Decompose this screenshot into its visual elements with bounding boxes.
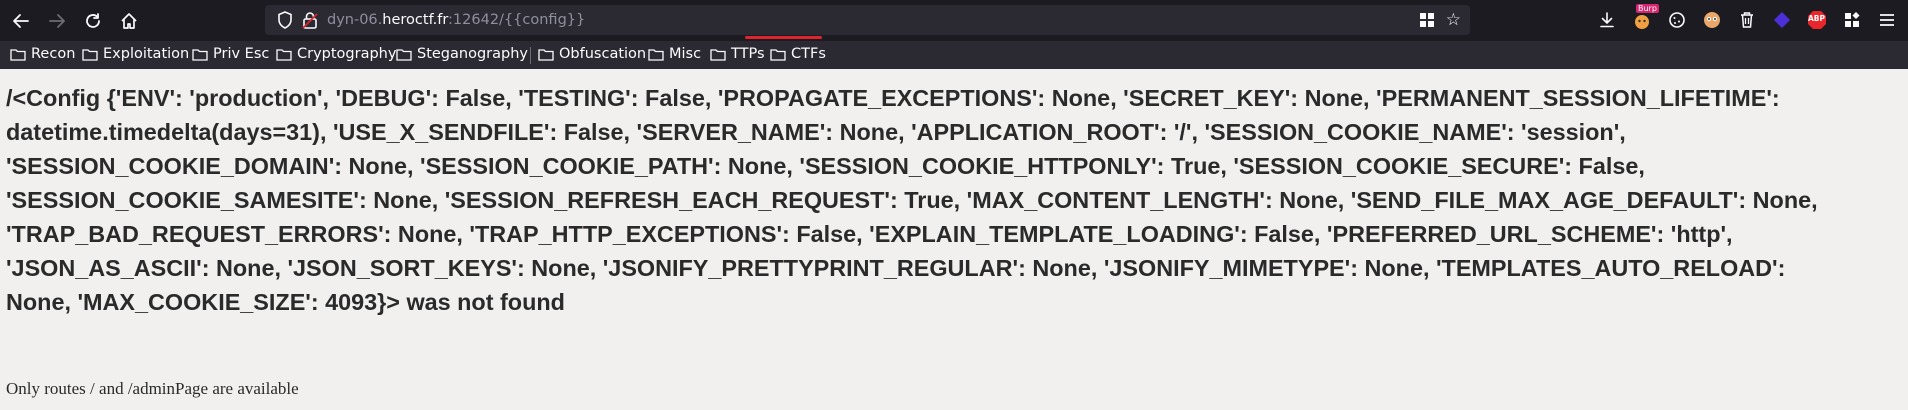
bookmark-label: Cryptography <box>297 46 397 62</box>
bookmark-label: Misc <box>669 46 702 62</box>
trash-icon[interactable] <box>1735 8 1759 32</box>
folder-icon <box>710 48 726 61</box>
error-line: datetime.timedelta(days=31), 'USE_X_SEND… <box>6 119 1626 145</box>
not-found-message: /<Config {'ENV': 'production', 'DEBUG': … <box>6 81 1901 319</box>
error-line: 'SESSION_COOKIE_SAMESITE': None, 'SESSIO… <box>6 187 1818 213</box>
bookmark-star-icon[interactable]: ☆ <box>1445 10 1461 30</box>
bookmark-label: CTFs <box>791 46 826 62</box>
folder-icon <box>396 48 412 61</box>
bookmark-folder-steganography[interactable]: Steganography <box>396 46 528 62</box>
burp-extension-icon[interactable]: Burp <box>1630 4 1659 32</box>
bookmark-label: TTPs <box>731 46 765 62</box>
bookmark-folder-ttps[interactable]: TTPs <box>710 46 765 62</box>
tracking-shield-icon[interactable] <box>277 11 293 33</box>
folder-icon <box>192 48 208 61</box>
folder-icon <box>770 48 786 61</box>
wappalyzer-icon[interactable] <box>1770 8 1794 32</box>
url-port-path: :12642/ <box>448 12 504 28</box>
bookmark-folder-priv-esc[interactable]: Priv Esc <box>192 46 269 62</box>
error-line: 'TRAP_BAD_REQUEST_ERRORS': None, 'TRAP_H… <box>6 221 1733 247</box>
url-text[interactable]: dyn-06.heroctf.fr:12642/{{config}} <box>327 12 585 28</box>
folder-icon <box>648 48 664 61</box>
error-line: None, 'MAX_COOKIE_SIZE': 4093}> was not … <box>6 289 565 315</box>
browser-toolbar: dyn-06.heroctf.fr:12642/{{config}} ☆ Bur… <box>0 0 1908 41</box>
reload-icon[interactable] <box>80 8 106 34</box>
bookmarks-bar: Recon Exploitation Priv Esc Cryptography… <box>0 41 1908 69</box>
bookmark-label: Recon <box>31 46 76 62</box>
bookmark-label: Steganography <box>417 46 528 62</box>
red-underline-annotation <box>745 36 822 39</box>
error-line: 'SESSION_COOKIE_DOMAIN': None, 'SESSION_… <box>6 153 1645 179</box>
cookie-extension-icon[interactable] <box>1665 8 1689 32</box>
bookmarks-separator <box>530 47 531 64</box>
extensions-grid-icon[interactable] <box>1419 12 1435 32</box>
url-subdomain: dyn-06. <box>327 12 383 28</box>
error-line: 'JSON_AS_ASCII': None, 'JSON_SORT_KEYS':… <box>6 255 1786 281</box>
home-icon[interactable] <box>116 8 142 34</box>
bookmark-label: Obfuscation <box>559 46 647 62</box>
forward-arrow-icon[interactable] <box>44 8 70 34</box>
adblock-icon[interactable]: ABP <box>1805 8 1829 32</box>
extensions-puzzle-icon[interactable] <box>1840 8 1864 32</box>
avatar-extension-icon[interactable] <box>1700 8 1724 32</box>
url-domain: heroctf.fr <box>382 12 449 28</box>
download-icon[interactable] <box>1595 8 1619 32</box>
url-highlight: {{config}} <box>503 12 586 28</box>
folder-icon <box>538 48 554 61</box>
bookmark-folder-recon[interactable]: Recon <box>10 46 75 62</box>
bookmark-label: Exploitation <box>103 46 190 62</box>
bookmark-folder-cryptography[interactable]: Cryptography <box>276 46 396 62</box>
page-content: /<Config {'ENV': 'production', 'DEBUG': … <box>6 81 1901 319</box>
folder-icon <box>276 48 292 61</box>
bookmark-folder-misc[interactable]: Misc <box>648 46 701 62</box>
bookmark-folder-exploitation[interactable]: Exploitation <box>82 46 189 62</box>
folder-icon <box>10 48 26 61</box>
address-bar[interactable]: dyn-06.heroctf.fr:12642/{{config}} ☆ <box>265 5 1470 39</box>
bookmark-folder-ctfs[interactable]: CTFs <box>770 46 826 62</box>
routes-note: Only routes / and /adminPage are availab… <box>6 379 299 398</box>
back-arrow-icon[interactable] <box>8 8 34 34</box>
insecure-lock-icon[interactable] <box>302 11 318 33</box>
burp-badge: Burp <box>1636 4 1659 13</box>
error-line: /<Config {'ENV': 'production', 'DEBUG': … <box>6 85 1780 111</box>
hamburger-menu-icon[interactable] <box>1875 8 1899 32</box>
folder-icon <box>82 48 98 61</box>
bookmark-folder-obfuscation[interactable]: Obfuscation <box>538 46 646 62</box>
abp-label: ABP <box>1808 14 1826 23</box>
bookmark-label: Priv Esc <box>213 46 270 62</box>
